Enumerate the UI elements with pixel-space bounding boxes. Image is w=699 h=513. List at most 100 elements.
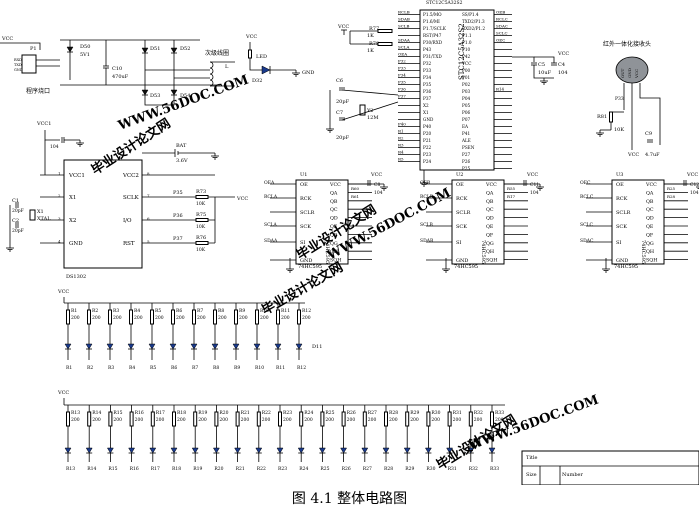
led-net-label: R4 [129,365,135,371]
led-net-label: R17 [151,466,160,472]
mcu-net-right: R14 [496,87,505,92]
c10-val: 470uF [112,74,129,80]
led-diode [106,343,114,350]
rtc-pin-left: X2 [69,218,76,224]
r77-val: 1K [367,33,374,39]
sr-net-label: SDAC [580,238,594,244]
wire [512,56,535,62]
mcu-net-left: R3 [398,143,404,148]
sr-pin-right: VCC [645,182,657,188]
sr-pin-right: QC [646,207,654,213]
diode-body [361,447,369,454]
d32-label: D32 [252,78,262,84]
diode-body [64,343,72,350]
rtc-pin-right: I/O [123,218,132,224]
led-res-val: 200 [260,315,269,321]
c1-label: C1 [12,198,19,204]
sr-pin-left: SI [456,240,461,246]
led-res-label: R13 [71,410,80,416]
sr-cap-val: 104 [690,190,699,196]
c6-label: C6 [336,78,343,84]
mcu-pin-right: P10 [462,47,470,52]
vcc-label: VCC [557,51,569,57]
led-net-label: R9 [234,365,240,371]
mcu-pin-right: P26 [462,159,470,164]
mcu-net-left: P34 [398,73,406,78]
led-net-label: R20 [214,466,223,472]
led-net-label: R33 [490,466,499,472]
sr-pin-left: GND [300,258,312,264]
c7-val: 20pF [336,135,350,141]
resistor-r77 [377,29,393,33]
sr-chip [295,179,349,265]
led-res-label: R8 [218,308,224,314]
sr-pin-left: SCLR [456,210,471,216]
led-net-label: R28 [384,466,393,472]
sr-pin-right: VCC [485,182,497,188]
rtc-res-label: R75 [196,212,206,218]
resistor-r20 [214,411,219,427]
mcu-pin-right: VCC [461,61,471,66]
diode-body [128,447,136,454]
connector-p1 [21,54,37,74]
resistor-r32 [468,411,473,427]
led-net-label: R32 [469,466,478,472]
capacitor-symbol [647,139,653,143]
diode-d52 [170,47,178,54]
sr-pin-left: OE [616,182,624,188]
capacitor-symbol [103,65,109,69]
sr-pin-right: QH [486,249,494,255]
led-res-val: 200 [176,315,185,321]
led-res-label: R26 [347,410,356,416]
vcc-label: VCC [1,36,13,42]
sr-pin-right: QE [646,224,654,230]
d51-label: D51 [150,46,160,52]
resistor-R73 [195,195,209,199]
vcc-label: VCC [370,172,382,178]
mcu-net-left: OEA [398,52,407,57]
led-res-val: 200 [325,417,334,423]
resistor-r7 [192,309,196,325]
coil-turn [209,73,214,81]
sr-pin-left: OE [456,182,464,188]
capacitor-symbol [15,202,19,208]
coil-l-label: L [225,64,229,70]
led-diode [361,447,369,454]
sr-net-label: RCLC [580,194,594,200]
mcu-pin-left: P20 [423,131,431,136]
sr-pin-right: QD [486,216,494,222]
resistor-R75 [195,218,209,222]
vcc-label: VCC [526,172,538,178]
title-block-size: Size [526,472,537,478]
diode-body [170,447,178,454]
diode-body [211,343,219,350]
led-net-label: R8 [213,365,219,371]
sr-cap-label: C8 [374,182,380,188]
resistor-r18 [172,411,176,427]
mcu-pin-left: P21 [423,138,431,143]
sr-pin-right: QB [486,199,494,205]
ground-symbol [442,266,450,273]
diode-body [212,447,220,454]
pin-label: TXD [14,63,22,67]
r81-val: 10K [614,127,624,133]
sr-pin-right: QC [486,207,494,213]
wire [341,89,399,96]
resistor-r4 [129,309,133,325]
mcu-pin-left: P23 [423,152,431,157]
led-net-label: R16 [130,466,139,472]
resistor-r22 [256,411,261,427]
p1-label: P1 [30,46,37,52]
led-res-label: R25 [325,410,334,416]
sr-res-label: R61 [351,194,359,199]
vcc-label: VCC [236,196,248,202]
capacitor-symbol [339,87,345,91]
led-res-label: R4 [134,308,140,314]
sr-pin-left: GND [616,258,628,264]
resistor-r14 [87,411,92,427]
d50-label: D50 [80,44,90,50]
sr-pin-right: QH [330,249,338,255]
sr-label: U3 [616,172,623,178]
coil-turn [209,67,214,75]
resistor-r27 [362,411,367,427]
